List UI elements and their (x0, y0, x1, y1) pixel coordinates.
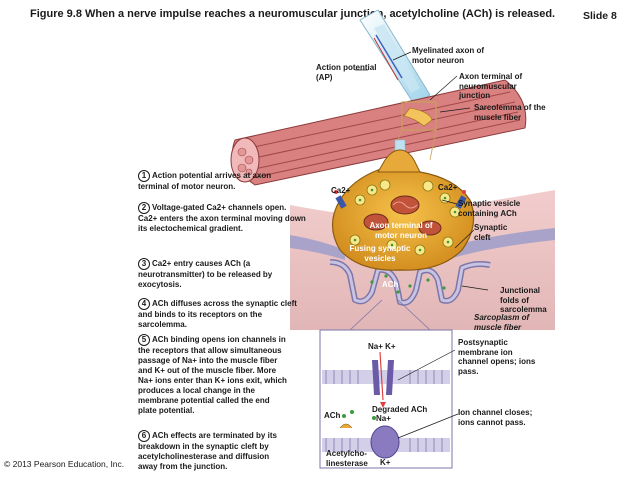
label-axon-terminal-prefix: Axon terminal of (459, 72, 523, 81)
label-na-k-top: Na+ K+ (368, 342, 396, 351)
label-degraded-ach: Degraded ACh (372, 405, 428, 414)
label-action-potential: Action potential (AP) (316, 63, 377, 82)
slide-number: Slide 8 (583, 10, 617, 22)
label-ach-center: ACh (382, 280, 399, 289)
step-number: 4 (138, 298, 150, 310)
label-ca-right: Ca2+ (438, 183, 458, 192)
ion-channel-panels (319, 299, 453, 469)
label-fusing-vesicles: Fusing synaptic vesicles (349, 244, 411, 263)
step-number: 3 (138, 258, 150, 270)
label-synaptic-vesicle: Synaptic vesicle containing ACh (458, 199, 521, 218)
step-text: Action potential arrives at axon termina… (138, 171, 272, 191)
label-ion-closes: Ion channel closes; ions cannot pass. (458, 408, 533, 427)
step-text: ACh diffuses across the synaptic cleft a… (138, 299, 297, 329)
figure-title: Figure 9.8 When a nerve impulse reaches … (30, 8, 556, 20)
label-acetylcholinesterase: Acetylcho-linesterase (326, 449, 368, 468)
label-synaptic-cleft: Synaptic cleft (474, 223, 508, 242)
label-ach-bottom: ACh (324, 411, 341, 420)
step-number: 6 (138, 430, 150, 442)
label-postsynaptic: Postsynaptic membrane ion channel opens;… (458, 338, 536, 376)
label-axon-terminal-bold: neuromuscular junction (459, 81, 517, 101)
step-number: 1 (138, 170, 150, 182)
label-junctional-folds: Junctional folds of sarcolemma (500, 286, 547, 314)
label-k-bottom: K+ (380, 458, 391, 467)
step-number: 5 (138, 334, 150, 346)
step-text: Voltage-gated Ca2+ channels open. Ca2+ e… (138, 203, 306, 233)
leader-lines (355, 51, 489, 439)
label-axon-terminal-motor: Axon terminal of motor neuron (369, 221, 433, 240)
label-axon-terminal-nmj: Axon terminal of neuromuscular junction (459, 72, 539, 101)
label-sarcoplasm: Sarcoplasm of muscle fiber (474, 313, 530, 332)
label-na-bottom: Na+ (376, 414, 391, 423)
step-number: 2 (138, 202, 150, 214)
step-text: Ca2+ entry causes ACh (a neurotransmitte… (138, 259, 273, 289)
label-ca-left: Ca2+ (331, 186, 351, 195)
label-myelinated-axon: Myelinated axon of motor neuron (412, 46, 485, 65)
axon-terminal-illustration (331, 149, 475, 294)
step-text: ACh binding opens ion channels in the re… (138, 335, 287, 415)
muscle-fiber-bundle (230, 79, 527, 186)
copyright: © 2013 Pearson Education, Inc. (4, 459, 125, 469)
step-text: ACh effects are terminated by its breakd… (138, 431, 277, 471)
label-sarcolemma: Sarcolemma of the muscle fiber (474, 103, 546, 122)
